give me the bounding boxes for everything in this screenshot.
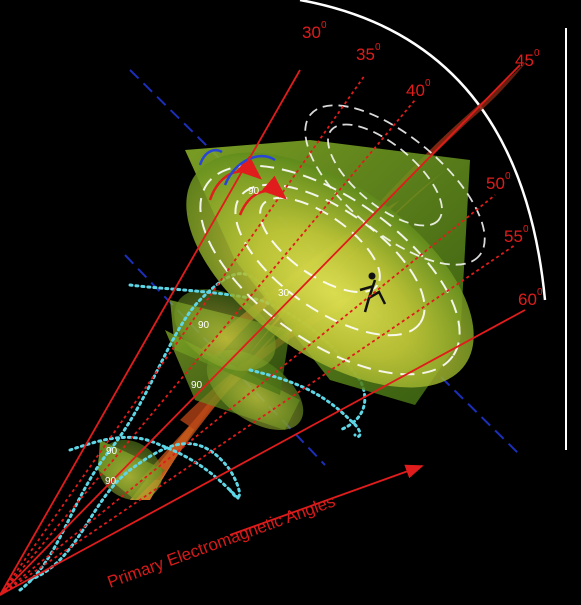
angle-label-40: 40 — [406, 81, 425, 100]
svg-text:0: 0 — [505, 171, 511, 182]
angle-label-30: 30 — [302, 23, 321, 42]
inner-label-90-mid: 90 — [198, 320, 210, 331]
svg-text:0: 0 — [321, 20, 327, 31]
angle-labels: 30 0 35 0 40 0 45 0 50 0 55 0 60 0 — [302, 20, 543, 309]
angle-label-45: 45 — [515, 51, 534, 70]
angle-label-35: 35 — [356, 45, 375, 64]
svg-text:0: 0 — [425, 78, 431, 89]
inner-label-90-top: 90 — [248, 186, 260, 197]
inner-label-90-small-b: 90 — [105, 476, 117, 487]
figure-icon — [359, 279, 387, 313]
inner-labels: 90 30 90 90 90 90 — [105, 186, 290, 487]
svg-text:0: 0 — [375, 42, 381, 53]
svg-text:0: 0 — [537, 287, 543, 298]
svg-text:0: 0 — [523, 224, 529, 235]
caption-text: Primary Electromagnetic Angles — [105, 491, 338, 591]
angle-label-60: 60 — [518, 290, 537, 309]
inner-label-30: 30 — [278, 288, 290, 299]
inner-label-90-small-a: 90 — [106, 446, 118, 457]
angle-label-50: 50 — [486, 174, 505, 193]
angle-rays — [0, 64, 526, 596]
svg-text:0: 0 — [534, 48, 540, 59]
large-cone — [185, 104, 486, 405]
angle-label-55: 55 — [504, 227, 523, 246]
caption-arrow — [229, 464, 424, 536]
outer-arc — [299, 0, 547, 301]
inner-label-90-lower: 90 — [191, 380, 203, 391]
